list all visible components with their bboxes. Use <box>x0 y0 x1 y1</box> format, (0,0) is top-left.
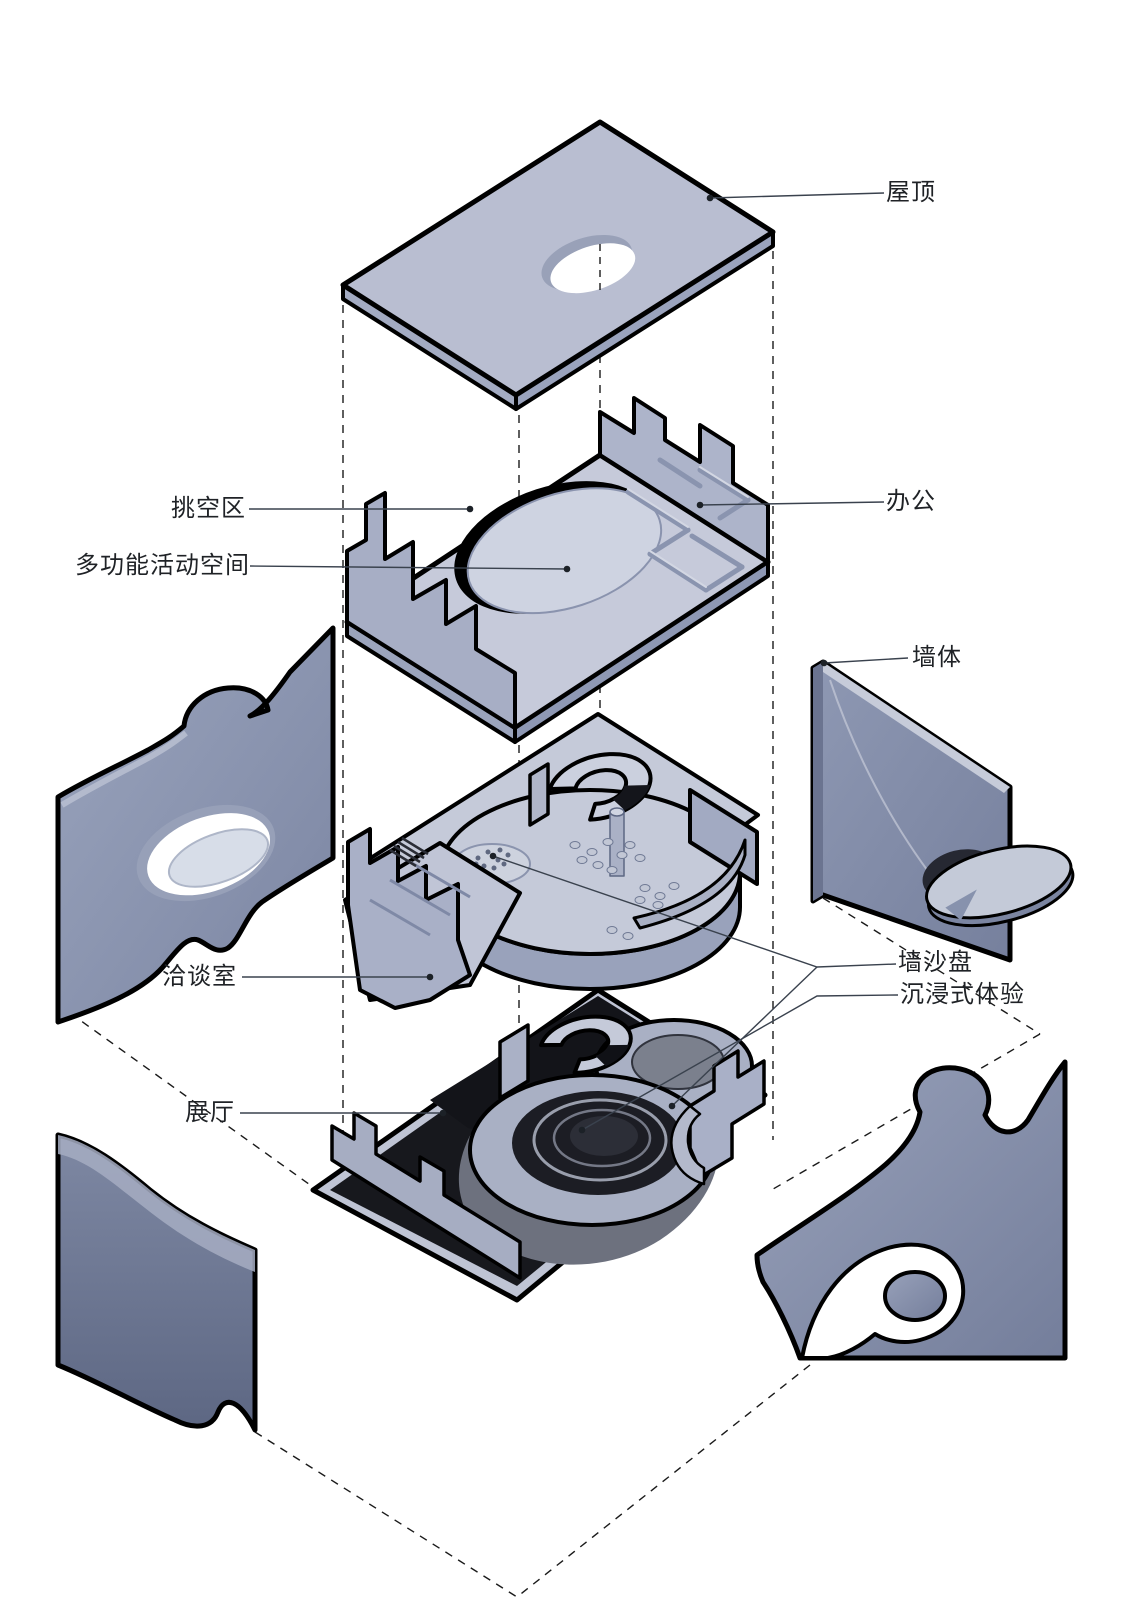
freestanding-wall-slab <box>498 1023 530 1100</box>
right-arc-wall <box>632 838 747 930</box>
roof-skylight <box>541 234 636 294</box>
back-office-walls <box>598 396 770 564</box>
label-office: 办公 <box>886 489 936 515</box>
middle-floor-slab <box>343 712 760 1010</box>
label-void-area: 挑空区 <box>171 496 246 522</box>
roof-slab <box>340 119 776 411</box>
negotiation-rooms <box>343 827 522 1010</box>
porthole-disc <box>922 844 1075 928</box>
leader-dots <box>426 194 828 1134</box>
ground-floor-exhibition-hall <box>310 987 768 1303</box>
quarter-round-wall <box>670 1104 706 1186</box>
left-partition-walls <box>330 1111 522 1280</box>
right-room-walls <box>688 1049 766 1178</box>
column <box>609 807 625 877</box>
office-partitions <box>625 457 751 593</box>
thin-wall-slab <box>528 762 550 827</box>
furniture-cluster <box>569 838 680 940</box>
stairs <box>389 836 429 868</box>
hook-curl <box>883 1270 947 1322</box>
left-wall-panel <box>55 625 336 1025</box>
label-wall: 墙体 <box>912 645 962 671</box>
bottom-left-wall-panel <box>55 1132 258 1433</box>
label-roof: 屋顶 <box>886 180 936 206</box>
label-negotiation-room: 洽谈室 <box>162 964 237 990</box>
label-multifunction-space: 多功能活动空间 <box>75 553 250 579</box>
label-wall-sand-table: 墙沙盘 <box>898 950 973 976</box>
label-exhibition-hall: 展厅 <box>185 1100 235 1126</box>
office-floor-slab <box>344 396 771 744</box>
label-immersive-experience: 沉浸式体验 <box>900 982 1025 1008</box>
void-opening <box>454 481 663 615</box>
bottom-right-wall-panel <box>754 1059 1068 1361</box>
porthole-window <box>136 804 276 902</box>
right-wall-panel <box>810 659 1075 963</box>
left-jagged-wall <box>345 491 517 730</box>
curved-c-wall <box>539 1014 633 1075</box>
leader-lines <box>240 192 909 1131</box>
